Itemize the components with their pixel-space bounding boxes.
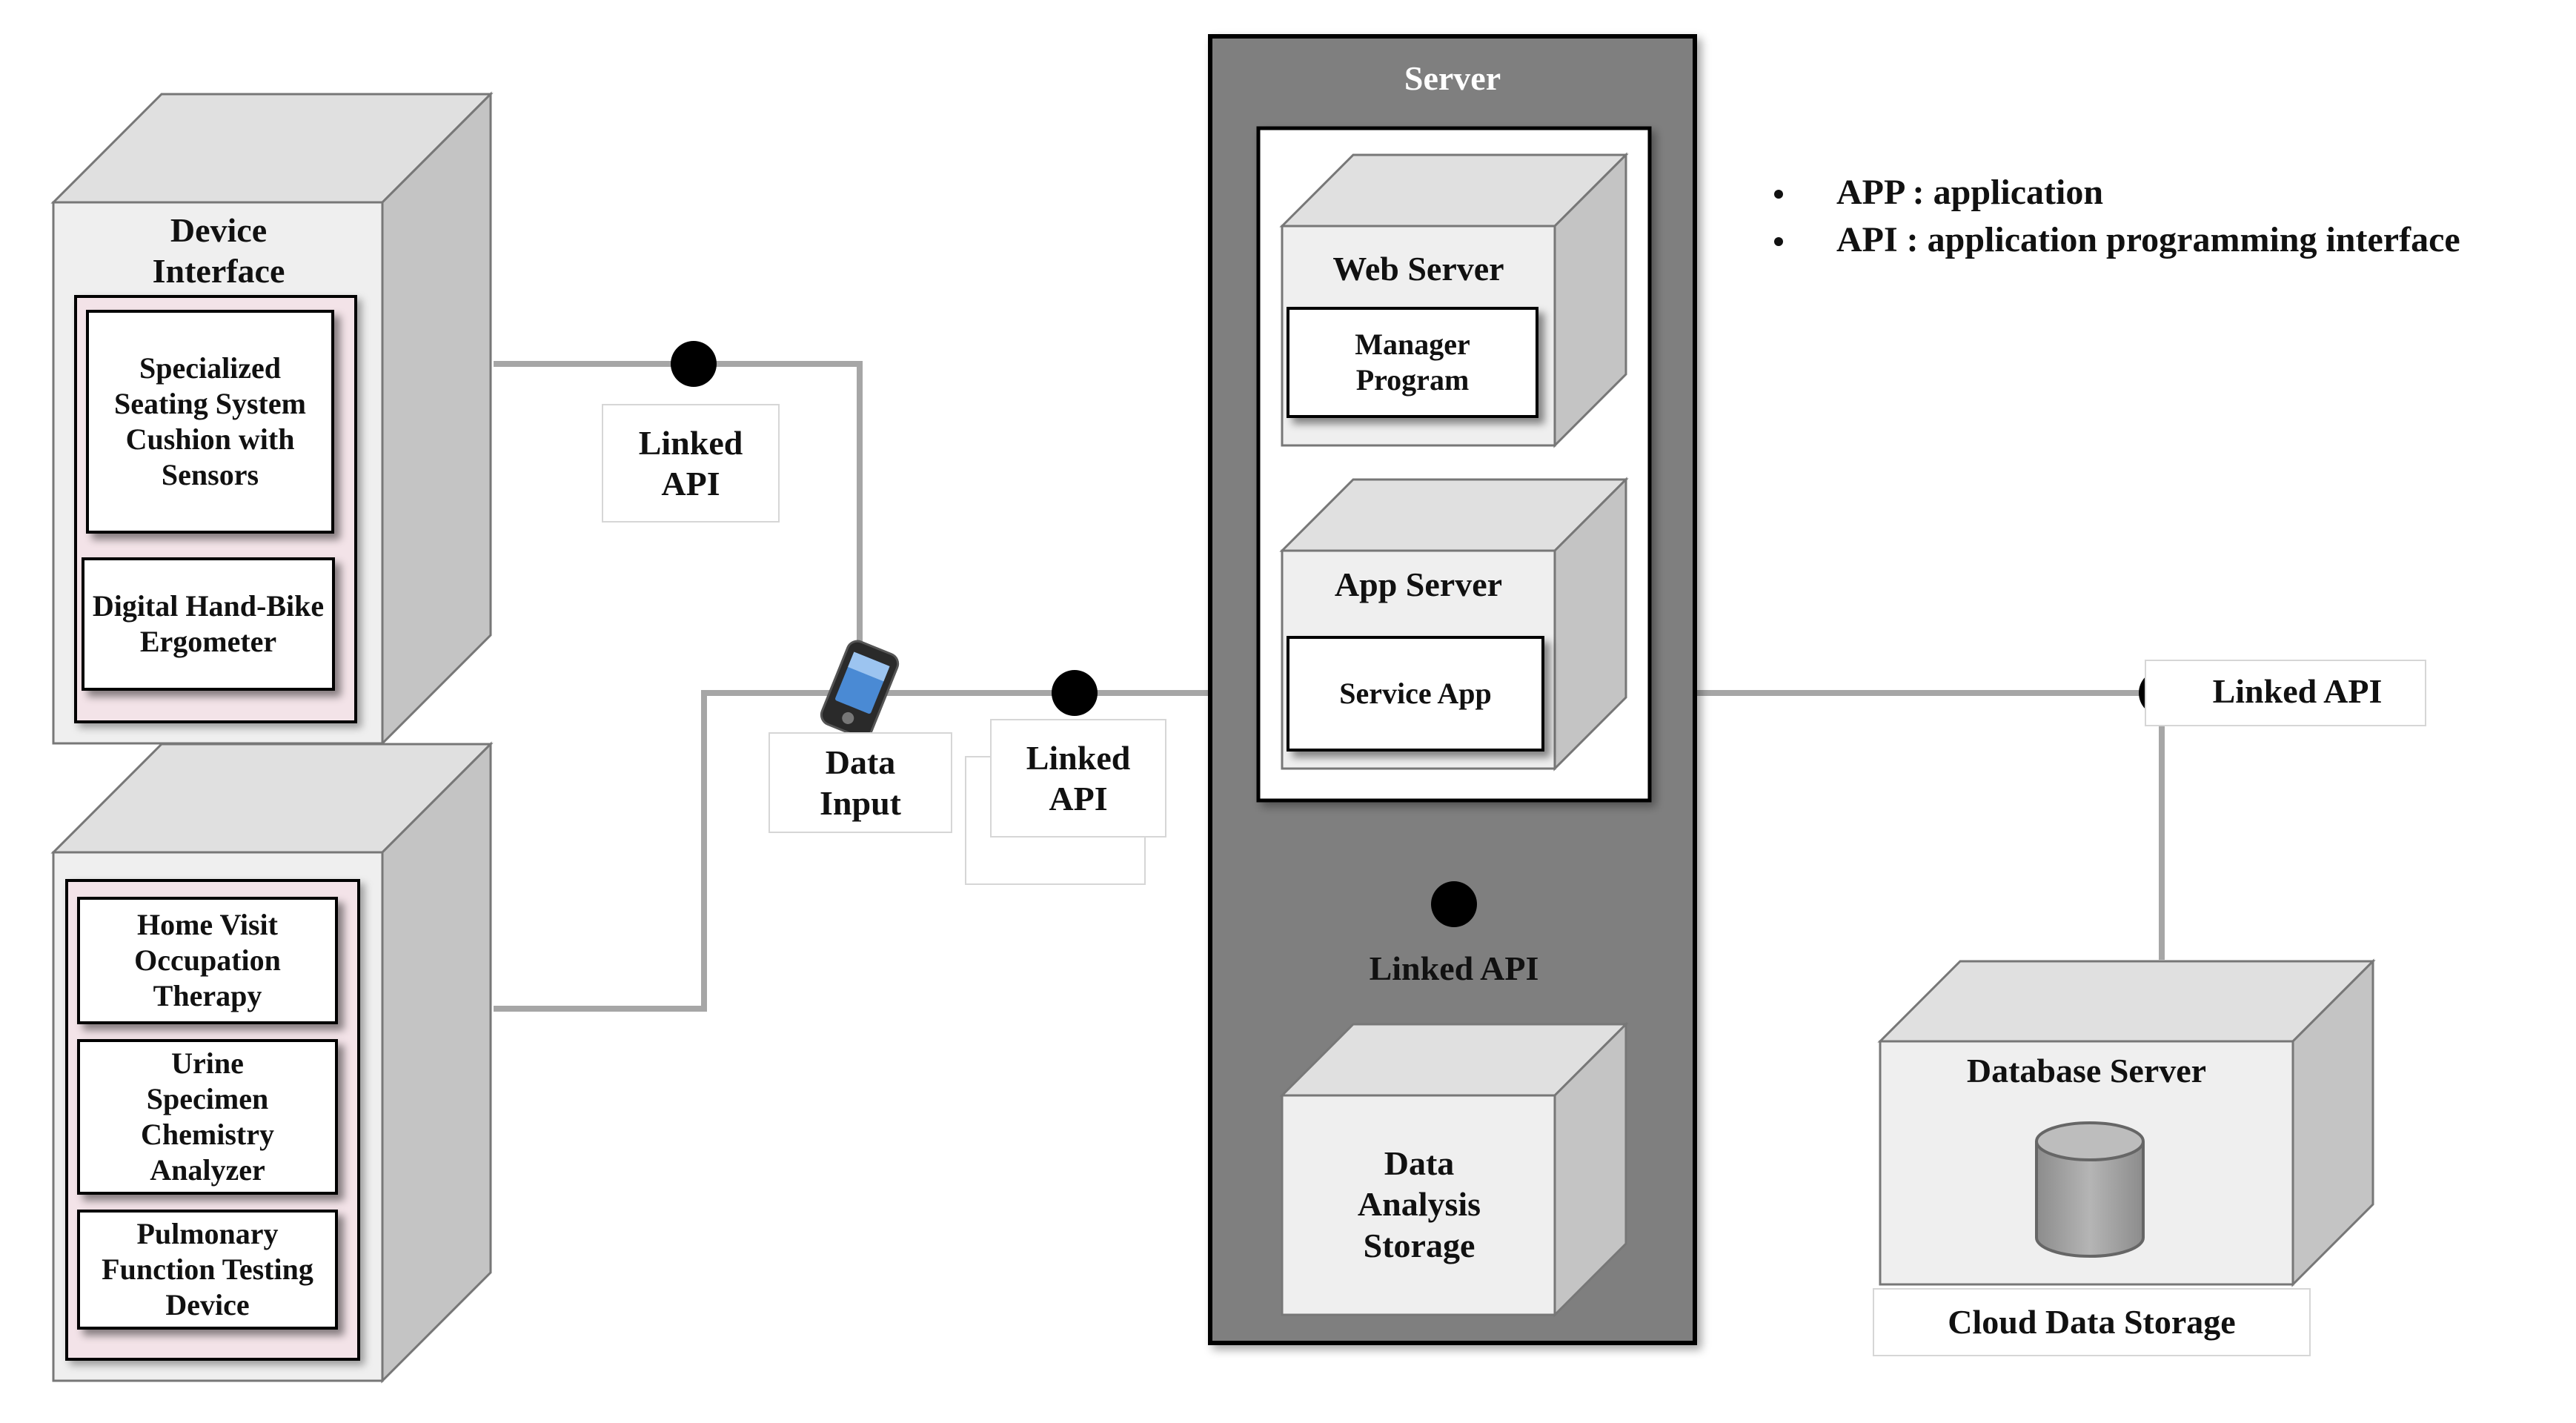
device-item-home-visit-ot: Home Visit Occupation Therapy — [77, 897, 338, 1024]
server-title: Server — [1404, 59, 1501, 98]
legend: APP : application API : application prog… — [1836, 169, 2563, 264]
dot-device-link — [671, 341, 717, 387]
linked-api-label-cloud: Linked API — [2212, 672, 2383, 711]
database-server-title: Database Server — [1966, 1052, 2207, 1090]
smartphone-icon — [820, 640, 900, 739]
cloud-data-storage-label: Cloud Data Storage — [1873, 1288, 2311, 1356]
data-input-label: Data Input — [769, 732, 952, 833]
legend-bullet — [1774, 237, 1783, 246]
app-server-title: App Server — [1334, 565, 1503, 604]
web-server-title: Web Server — [1332, 250, 1504, 288]
dot-storage-link — [1431, 881, 1477, 927]
legend-item-app: APP : application — [1836, 173, 2104, 212]
device-item-pulmonary-device: Pulmonary Function Testing Device — [77, 1210, 338, 1330]
linked-api-label-device: Linked API — [602, 404, 780, 523]
legend-bullet — [1774, 190, 1783, 199]
linked-api-label-storage: Linked API — [1369, 949, 1539, 988]
storage-label: Data Analysis Storage — [1357, 1144, 1481, 1264]
dot-server-link — [1052, 670, 1098, 716]
device-item-urine-analyzer: Urine Specimen Chemistry Analyzer — [77, 1039, 338, 1195]
device-item-hand-bike: Digital Hand-Bike Ergometer — [82, 557, 335, 691]
legend-item-api: API : application programming interface — [1836, 220, 2460, 259]
device-item-seating-cushion: Specialized Seating System Cushion with … — [86, 310, 334, 534]
service-app-box: Service App — [1287, 636, 1544, 752]
linked-api-label-server: Linked API — [990, 719, 1166, 837]
manager-program-box: Manager Program — [1287, 307, 1538, 418]
connector-device2-to-phone — [494, 690, 1212, 1012]
connector-device-to-phone — [494, 361, 863, 693]
linked-api-label-cloud-box — [2145, 660, 2426, 726]
storage-cube — [1279, 1021, 1629, 1318]
device-interface-title: Device Interface — [152, 210, 285, 290]
database-cylinder-icon — [2035, 1121, 2145, 1258]
